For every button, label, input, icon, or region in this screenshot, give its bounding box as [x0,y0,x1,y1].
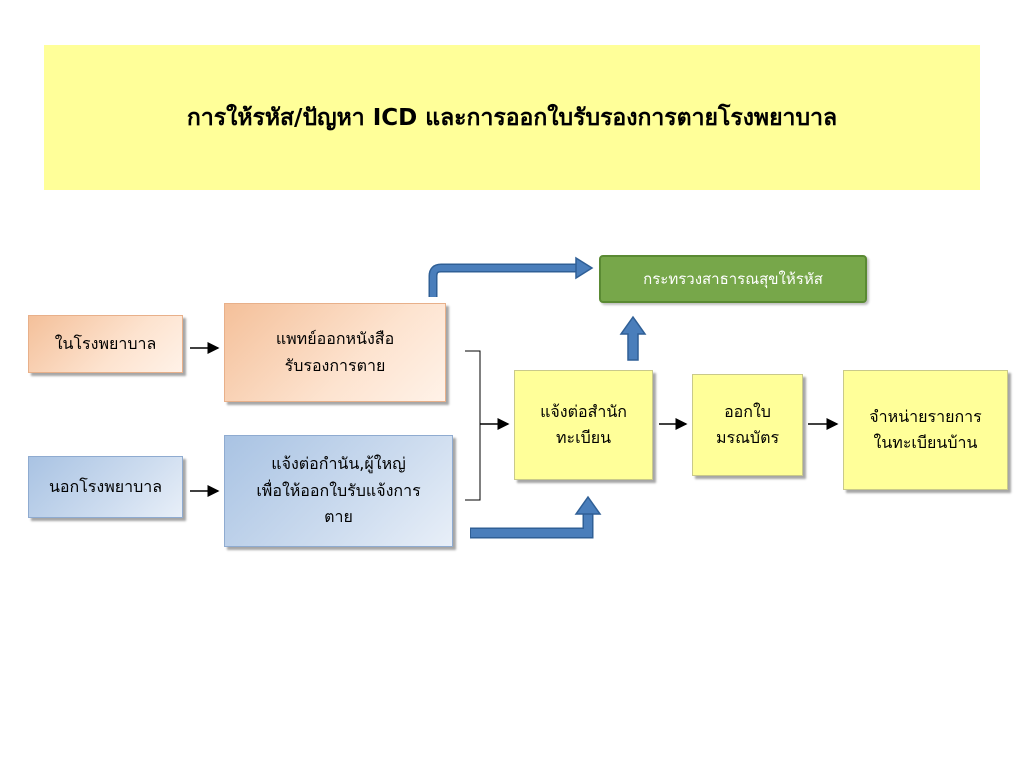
node-notify-registry: แจ้งต่อสำนัก ทะเบียน [514,370,653,480]
bent-arrow-to-moph [428,256,594,297]
node-remove-house-registration: จำหน่ายรายการ ในทะเบียนบ้าน [843,370,1008,490]
node-moph-coding: กระทรวงสาธารณสุขให้รหัส [599,255,867,303]
node-in-hospital: ในโรงพยาบาล [28,315,183,373]
node-notify-headman: แจ้งต่อกำนัน,ผู้ใหญ่ เพื่อให้ออกใบรับแจ้… [224,435,453,547]
up-arrow-to-moph [619,315,647,361]
bent-arrow-to-registry [470,495,602,539]
node-issue-death-certificate: ออกใบ มรณบัตร [692,374,803,476]
node-doctor-certificate: แพทย์ออกหนังสือ รับรองการตาย [224,303,446,402]
page-title: การให้รหัส/ปัญหา ICD และการออกใบรับรองกา… [186,104,838,131]
node-out-hospital: นอกโรงพยาบาล [28,456,183,518]
merge-bracket [465,350,481,501]
title-banner: การให้รหัส/ปัญหา ICD และการออกใบรับรองกา… [44,45,980,190]
